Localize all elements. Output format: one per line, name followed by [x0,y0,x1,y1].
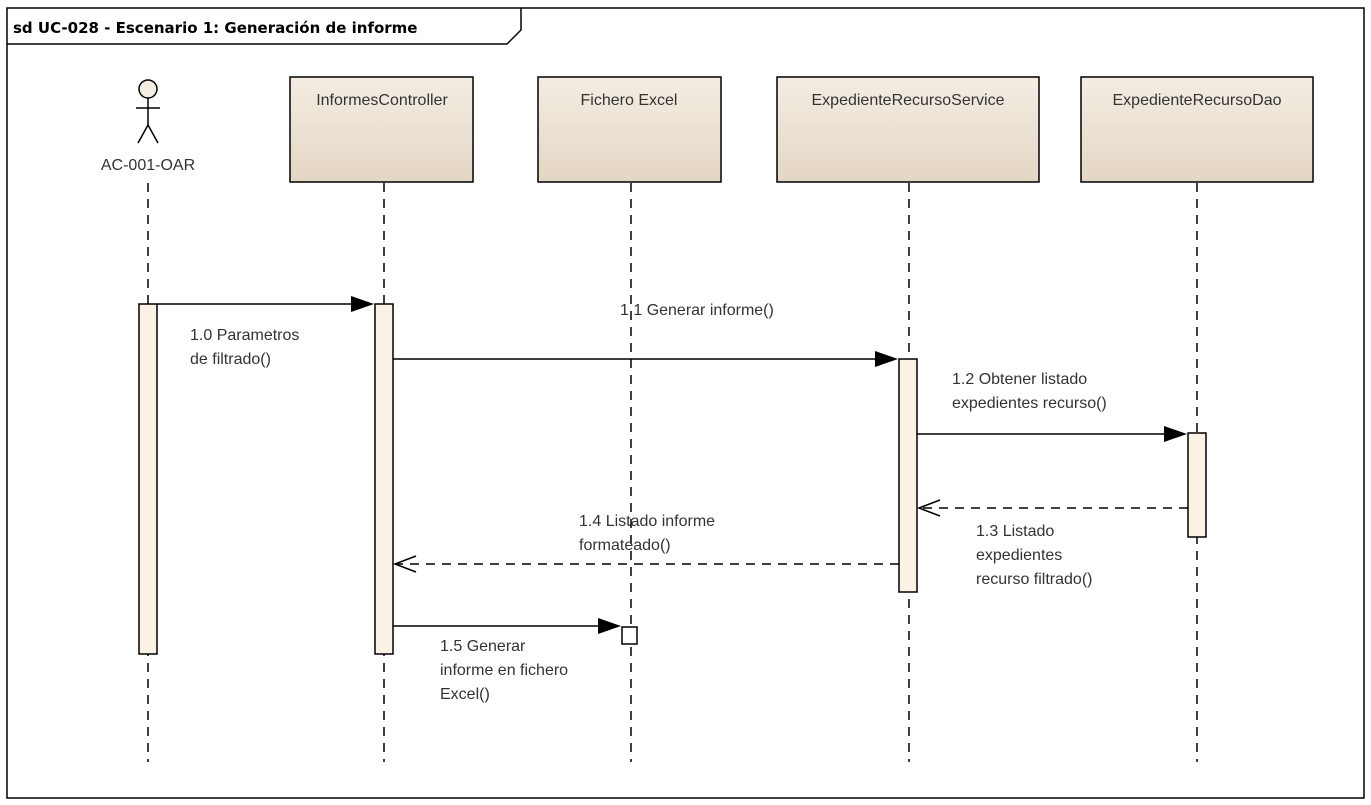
activation-bar-service [898,358,918,593]
activation-bar-actor [138,303,158,655]
lifeline-fichero-excel[interactable]: Fichero Excel [537,76,722,183]
message-label-1-2: 1.2 Obtener listado expedientes recurso() [952,371,1107,412]
activation-bar-fichero-excel [621,626,638,645]
message-1-3[interactable] [916,499,1188,517]
lifeline-expediente-recurso-service[interactable]: ExpedienteRecursoService [776,76,1040,183]
lifeline-expediente-recurso-dao[interactable]: ExpedienteRecursoDao [1080,76,1314,183]
arrowhead-filled-icon [351,296,374,312]
arrowhead-filled-icon [598,618,621,634]
lifeline-box [776,76,1040,183]
message-label-line: Excel() [440,686,490,703]
lifeline-label: ExpedienteRecursoService [812,92,1005,109]
message-label-line: 1.5 Generar [440,638,526,655]
actor-head-icon [138,79,158,99]
lifeline-box [289,76,474,183]
message-1-2[interactable] [917,426,1187,442]
frame-title: sd UC-028 - Escenario 1: Generación de i… [13,19,417,37]
activation-bar-informes-controller [374,303,394,655]
message-label-line: 1.2 Obtener listado [952,371,1087,388]
actor[interactable]: AC-001-OAR [101,79,195,174]
activation-bar-dao [1187,432,1207,538]
lifeline-label: Fichero Excel [581,92,678,109]
message-label-line: 1.1 Generar informe() [620,302,774,319]
message-label-1-0: 1.0 Parametros de filtrado() [190,327,299,368]
message-label-line: expedientes recurso() [952,395,1107,412]
lifeline-label: InformesController [316,92,448,109]
message-label-line: 1.4 Listado informe [579,513,715,530]
lifeline-box [537,76,722,183]
arrowhead-filled-icon [1164,426,1187,442]
message-label-line: formateado() [579,537,671,554]
message-label-1-3: 1.3 Listado expedientes recurso filtrado() [976,523,1092,588]
lifeline-box [1080,76,1314,183]
actor-name: AC-001-OAR [101,157,195,174]
arrowhead-open-icon [916,499,941,517]
message-label-line: 1.3 Listado [976,523,1054,540]
message-1-0[interactable] [157,296,374,312]
message-label-line: recurso filtrado() [976,571,1092,588]
message-label-1-4: 1.4 Listado informe formateado() [579,513,715,554]
message-1-4[interactable] [392,555,899,573]
message-label-line: informe en fichero [440,662,568,679]
lifeline-label: ExpedienteRecursoDao [1113,92,1282,109]
message-label-line: 1.0 Parametros [190,327,299,344]
message-1-5[interactable] [393,618,621,634]
message-label-1-1: 1.1 Generar informe() [620,302,774,319]
message-1-1[interactable] [393,351,898,367]
lifeline-informes-controller[interactable]: InformesController [289,76,474,183]
arrowhead-filled-icon [875,351,898,367]
message-label-line: de filtrado() [190,351,271,368]
arrowhead-open-icon [392,555,417,573]
frame-title-tab [7,8,522,45]
message-label-line: expedientes [976,547,1062,564]
